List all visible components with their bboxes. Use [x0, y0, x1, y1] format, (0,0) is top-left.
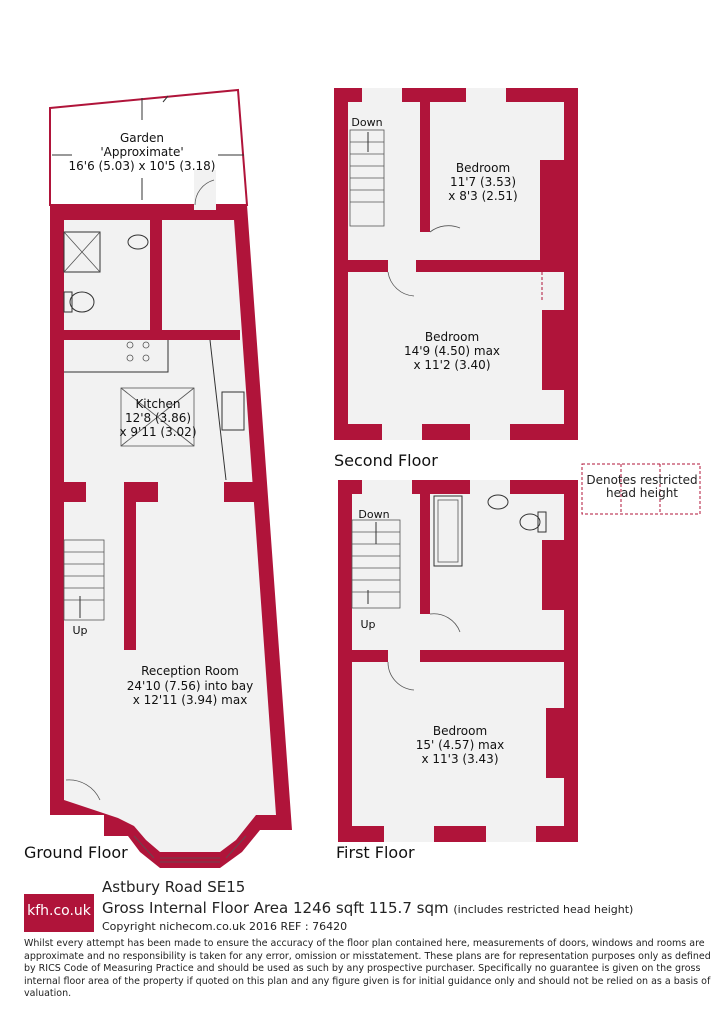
second-bedroom-small-dim-1: 11'7 (3.53): [450, 175, 516, 189]
first-stairs-up-label: Up: [360, 618, 375, 631]
first-bedroom-dim-2: x 11'3 (3.43): [421, 752, 498, 766]
first-stairs-down-label: Down: [358, 508, 389, 521]
second-stairs-down-label: Down: [351, 116, 382, 129]
kitchen-dim-2: x 9'11 (3.02): [119, 425, 196, 439]
first-bedroom-dim-1: 15' (4.57) max: [416, 738, 504, 752]
reception-label: Reception Room: [141, 664, 239, 678]
copyright: Copyright nichecom.co.uk 2016 REF : 7642…: [102, 920, 348, 933]
floor-area-note: (includes restricted head height): [453, 903, 634, 916]
ground-stairs-up-label: Up: [72, 624, 87, 637]
second-bedroom-small-dim-2: x 8'3 (2.51): [448, 189, 517, 203]
second-bedroom-large-label: Bedroom: [425, 330, 479, 344]
property-address: Astbury Road SE15: [102, 878, 246, 896]
garden-dimensions: 16'6 (5.03) x 10'5 (3.18): [69, 159, 216, 173]
first-floor-plan: [338, 480, 578, 842]
first-floor-title: First Floor: [336, 843, 415, 862]
reception-dim-1: 24'10 (7.56) into bay: [127, 679, 253, 693]
reception-dim-2: x 12'11 (3.94) max: [133, 693, 248, 707]
restricted-height-legend-box: [581, 463, 701, 515]
second-bedroom-large-dim-1: 14'9 (4.50) max: [404, 344, 500, 358]
second-floor-title: Second Floor: [334, 451, 438, 470]
kitchen-dim-1: 12'8 (3.86): [125, 411, 191, 425]
floor-area-text: Gross Internal Floor Area 1246 sqft 115.…: [102, 899, 449, 917]
restricted-height-legend: Denotes restricted head height: [584, 474, 700, 500]
ground-floor-interior: [64, 220, 276, 852]
first-bedroom-label: Bedroom: [433, 724, 487, 738]
disclaimer: Whilst every attempt has been made to en…: [24, 938, 711, 999]
ground-floor-plan: [49, 88, 292, 868]
legend-line-2: head height: [605, 486, 679, 500]
garden-label: Garden: [120, 131, 164, 145]
garden-qualifier: 'Approximate': [100, 145, 183, 159]
legend-line-1: Denotes restricted: [586, 473, 698, 487]
kfh-logo: kfh.co.uk: [24, 894, 94, 932]
second-bedroom-small-label: Bedroom: [456, 161, 510, 175]
kitchen-label: Kitchen: [135, 397, 180, 411]
floor-area: Gross Internal Floor Area 1246 sqft 115.…: [102, 899, 633, 917]
second-floor-plan: [334, 88, 578, 440]
ground-floor-title: Ground Floor: [24, 843, 128, 862]
second-bedroom-large-dim-2: x 11'2 (3.40): [413, 358, 490, 372]
logo-text: kfh.co.uk: [27, 903, 91, 919]
